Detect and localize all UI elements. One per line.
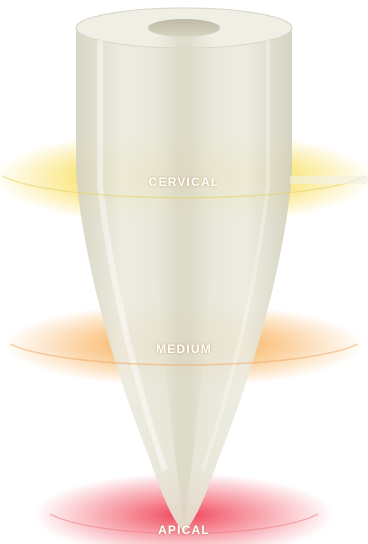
zone-label-apical: APICAL — [0, 523, 368, 537]
zone-label-cervical: CERVICAL — [0, 175, 368, 189]
zone-label-medium: MEDIUM — [0, 342, 368, 356]
canal-opening — [148, 19, 220, 37]
